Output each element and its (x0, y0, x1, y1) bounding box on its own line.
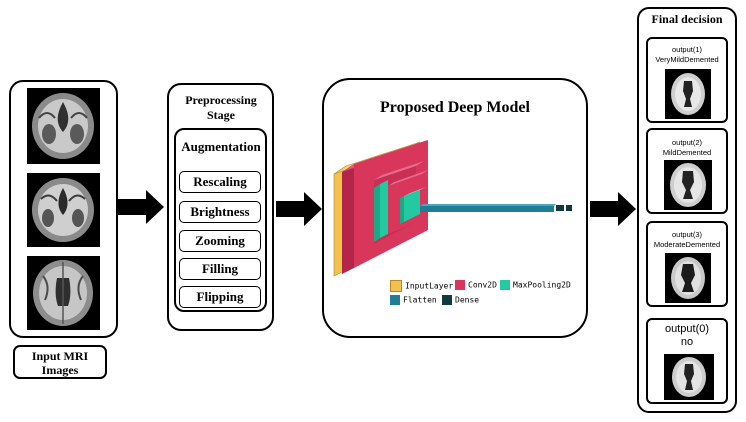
conv2d-block-side (342, 164, 354, 274)
output-1-id: output(1) (671, 45, 703, 54)
step-filling: Filling (179, 258, 261, 280)
output-1-label: output(1) VeryMildDemented (648, 45, 726, 65)
legend-conv2d: Conv2D (468, 280, 497, 290)
output-2-class: MildDemented (662, 148, 712, 157)
mri-image-1 (27, 88, 100, 164)
step-zooming: Zooming (179, 230, 261, 252)
input-images-title: Input MRI Images (31, 349, 89, 377)
preprocessing-title: Preprocessing Stage (185, 93, 257, 122)
output-0-class: no (680, 336, 694, 348)
output-card-2: output(2) MildDemented (646, 128, 728, 214)
legend-flatten: Flatten (403, 295, 437, 305)
output-0-mri (664, 354, 714, 400)
dense-block-2 (566, 205, 572, 211)
arrow-right-icon (276, 192, 322, 226)
output-0-label: output(0) no (648, 323, 726, 349)
inputlayer-swatch (390, 280, 402, 292)
model-legend: InputLayer Conv2D MaxPooling2D Flatten D… (385, 280, 585, 310)
output-2-label: output(2) MildDemented (648, 138, 726, 158)
maxpooling-swatch (500, 280, 510, 290)
output-2-mri (664, 160, 712, 210)
legend-inputlayer: InputLayer (405, 281, 454, 291)
flatten-swatch (390, 295, 400, 305)
flatten-block (420, 206, 554, 212)
output-3-label: output(3) ModerateDemented (648, 230, 726, 250)
step-rescaling: Rescaling (179, 171, 261, 193)
output-1-mri (665, 69, 711, 119)
step-flipping: Flipping (179, 286, 261, 308)
output-card-0: output(0) no (646, 318, 728, 404)
dense-block-1 (556, 205, 564, 211)
output-3-mri (665, 253, 711, 303)
arrow-right-icon (590, 192, 636, 226)
input-images-label: Input MRI Images (13, 345, 107, 379)
legend-dense: Dense (455, 295, 480, 305)
augmentation-title: Augmentation (181, 139, 261, 154)
step-brightness: Brightness (179, 201, 261, 223)
output-card-1: output(1) VeryMildDemented (646, 37, 728, 123)
output-3-id: output(3) (671, 230, 703, 239)
output-1-class: VeryMildDemented (655, 55, 719, 64)
final-decision-title: Final decision (651, 12, 723, 26)
mri-image-2 (27, 173, 100, 247)
output-0-id: output(0) (664, 323, 710, 335)
maxpooling-block-2 (400, 196, 404, 224)
mri-image-3 (27, 256, 100, 330)
conv2d-swatch (455, 280, 465, 290)
arrow-right-icon (118, 190, 164, 224)
deep-model-title: Proposed Deep Model (380, 99, 530, 116)
legend-maxpooling2d: MaxPooling2D (513, 280, 571, 290)
maxpooling-block-1 (374, 184, 380, 242)
output-card-3: output(3) ModerateDemented (646, 221, 728, 307)
output-3-class: ModerateDemented (653, 240, 721, 249)
output-2-id: output(2) (671, 138, 703, 147)
model-architecture-diagram (333, 140, 572, 277)
dense-swatch (442, 295, 452, 305)
